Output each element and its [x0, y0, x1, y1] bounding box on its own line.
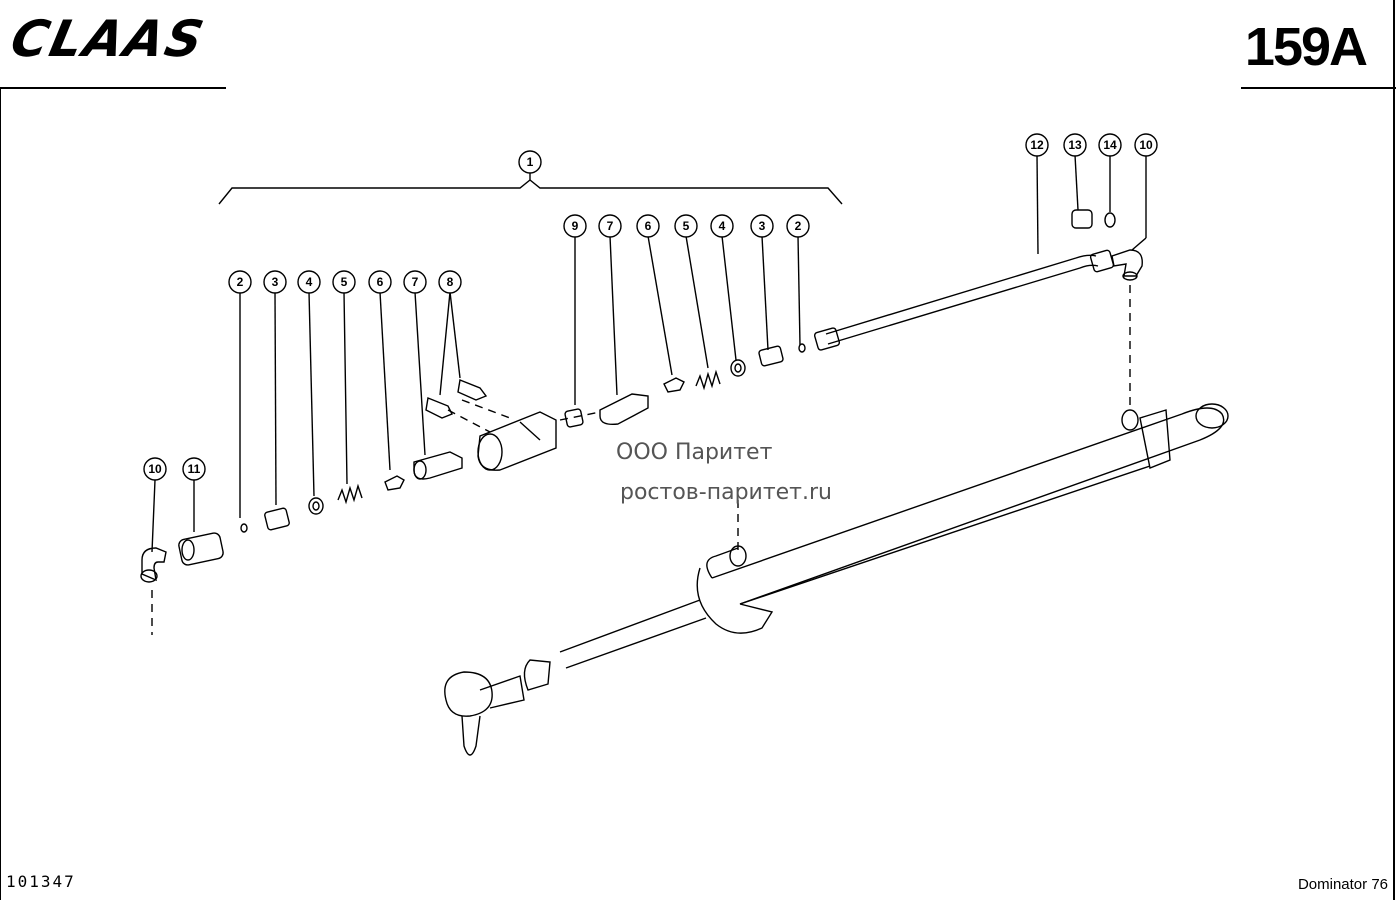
page-number: 159A — [1244, 17, 1368, 77]
callout-7-upper: 7 — [598, 214, 622, 238]
watermark-site: ростов-паритет.ru — [620, 480, 832, 505]
callout-2-left: 2 — [228, 270, 252, 294]
callout-1: 1 — [518, 150, 542, 174]
valve-block — [477, 411, 557, 471]
callout-7-left: 7 — [403, 270, 427, 294]
callout-10-right: 10 — [1134, 133, 1158, 157]
svg-text:10: 10 — [148, 462, 162, 476]
header-rule-right — [1241, 87, 1396, 89]
svg-text:2: 2 — [237, 275, 244, 289]
svg-text:4: 4 — [306, 275, 313, 289]
svg-text:8: 8 — [447, 275, 454, 289]
svg-text:5: 5 — [341, 275, 348, 289]
svg-text:7: 7 — [412, 275, 419, 289]
svg-text:6: 6 — [377, 275, 384, 289]
callout-9: 9 — [563, 214, 587, 238]
svg-text:11: 11 — [188, 462, 201, 476]
svg-text:10: 10 — [1139, 138, 1153, 152]
steering-cylinder — [711, 407, 1225, 605]
callout-10-left: 10 — [143, 457, 167, 481]
svg-text:1: 1 — [527, 155, 534, 169]
callout-13: 13 — [1063, 133, 1087, 157]
svg-text:6: 6 — [645, 219, 652, 233]
callout-8: 8 — [438, 270, 462, 294]
group-bracket — [218, 179, 843, 205]
watermark-company: ООО Паритет — [616, 440, 773, 465]
callout-3-left: 3 — [263, 270, 287, 294]
callouts: 1 2 3 4 5 6 7 8 9 7 6 5 4 3 2 10 11 12 1… — [143, 133, 1158, 481]
callout-3-upper: 3 — [750, 214, 774, 238]
svg-text:3: 3 — [272, 275, 279, 289]
model-name: Dominator 76 — [1297, 876, 1388, 893]
svg-text:7: 7 — [607, 219, 614, 233]
svg-text:12: 12 — [1030, 138, 1044, 152]
callout-5-left: 5 — [332, 270, 356, 294]
page-border-right — [1393, 0, 1395, 900]
callout-5-upper: 5 — [674, 214, 698, 238]
callout-14: 14 — [1098, 133, 1122, 157]
page-border-left — [0, 87, 1, 900]
callout-11: 11 — [182, 457, 206, 481]
callout-6-left: 6 — [368, 270, 392, 294]
header-rule-left — [0, 87, 226, 89]
hydraulic-pipe — [825, 254, 1097, 335]
svg-text:3: 3 — [759, 219, 766, 233]
callout-12: 12 — [1025, 133, 1049, 157]
callout-6-upper: 6 — [636, 214, 660, 238]
svg-text:4: 4 — [719, 219, 726, 233]
svg-text:2: 2 — [795, 219, 802, 233]
svg-text:9: 9 — [572, 219, 579, 233]
callout-4-left: 4 — [297, 270, 321, 294]
drawing-number: 101347 — [6, 872, 76, 891]
callout-2-upper: 2 — [786, 214, 810, 238]
svg-text:5: 5 — [683, 219, 690, 233]
svg-text:14: 14 — [1103, 138, 1117, 152]
callout-4-upper: 4 — [710, 214, 734, 238]
svg-text:13: 13 — [1068, 138, 1082, 152]
